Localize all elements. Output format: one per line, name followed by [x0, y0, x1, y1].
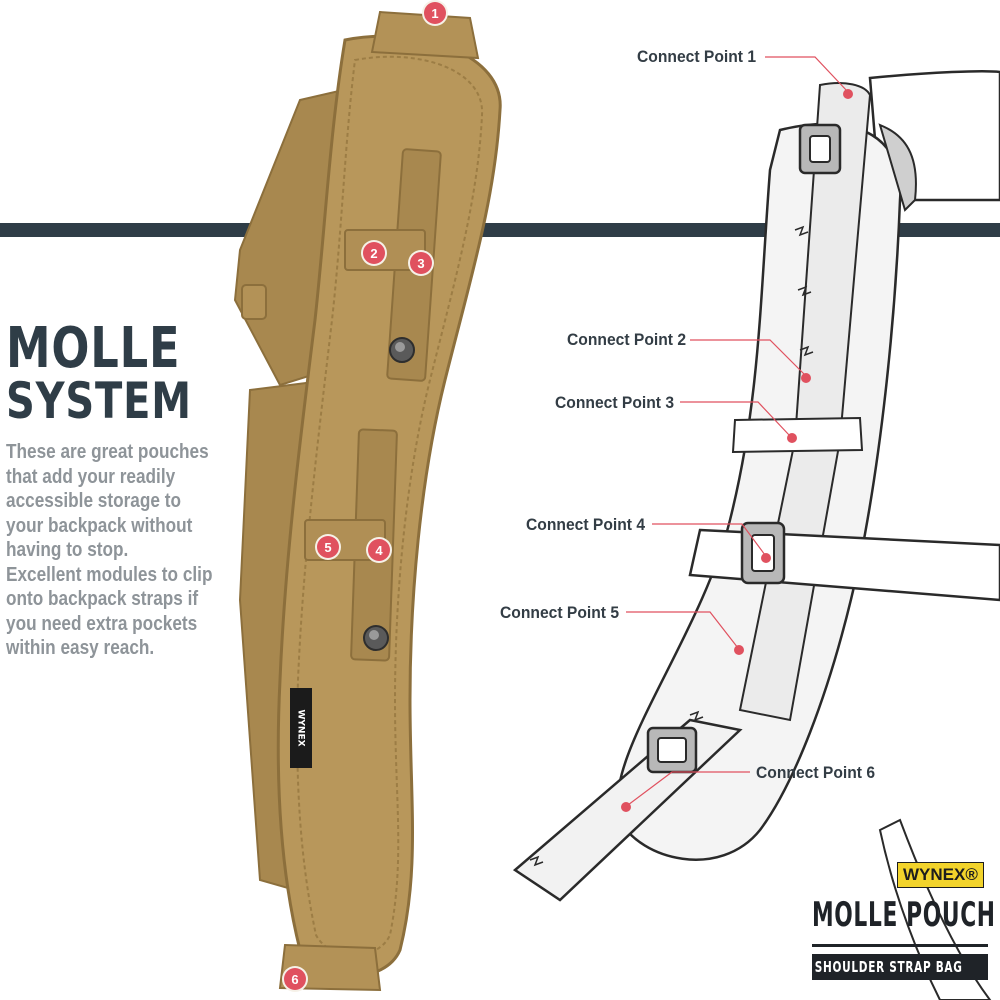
- connect-point-1-label: Connect Point 1: [637, 47, 757, 66]
- pouch-marker-2: 2: [363, 242, 385, 264]
- pouch-brand-tag: WYNEX: [290, 688, 312, 768]
- pouch-marker-1: 1: [424, 2, 446, 24]
- headline-system: SYSTEM: [6, 372, 192, 430]
- pouch-marker-4: 4: [368, 539, 390, 561]
- pouch-marker-3: 3: [410, 252, 432, 274]
- pouch-marker-6: 6: [284, 968, 306, 990]
- headline-molle: MOLLE: [6, 316, 181, 381]
- product-subtitle: SHOULDER STRAP BAG: [812, 954, 988, 980]
- connect-point-3-label: Connect Point 3: [555, 393, 675, 412]
- product-title: MOLLE POUCH: [812, 895, 996, 935]
- pouch-marker-5: 5: [317, 536, 339, 558]
- connect-point-2-label: Connect Point 2: [567, 330, 687, 349]
- brand-badge: WYNEX®: [897, 862, 984, 888]
- connect-point-4-label: Connect Point 4: [526, 515, 646, 534]
- title-rule: [812, 944, 988, 947]
- connect-point-5-label: Connect Point 5: [500, 603, 620, 622]
- product-subtitle-text: SHOULDER STRAP BAG: [814, 958, 963, 976]
- description-text: These are great pouches that add your re…: [6, 441, 213, 659]
- connect-point-6-label: Connect Point 6: [756, 763, 876, 782]
